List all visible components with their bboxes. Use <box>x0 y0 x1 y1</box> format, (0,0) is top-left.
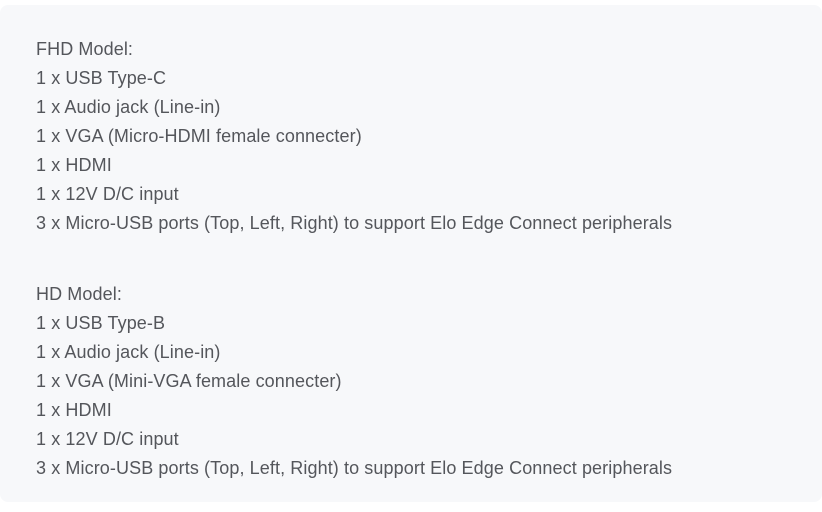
section-title: HD Model: <box>36 284 122 304</box>
section-fhd-model: FHD Model: 1 x USB Type-C 1 x Audio jack… <box>36 35 786 238</box>
spec-line: 3 x Micro-USB ports (Top, Left, Right) t… <box>36 458 673 478</box>
section-hd-model: HD Model: 1 x USB Type-B 1 x Audio jack … <box>36 280 786 483</box>
spec-line: 1 x Audio jack (Line-in) <box>36 342 221 362</box>
spec-line: 1 x Audio jack (Line-in) <box>36 97 221 117</box>
spec-line: 1 x HDMI <box>36 155 112 175</box>
spec-line: 1 x VGA (Mini-VGA female connecter) <box>36 371 342 391</box>
spec-line: 1 x 12V D/C input <box>36 429 179 449</box>
spec-line: 1 x USB Type-C <box>36 68 167 88</box>
spec-line: 1 x HDMI <box>36 400 112 420</box>
spec-line: 3 x Micro-USB ports (Top, Left, Right) t… <box>36 213 673 233</box>
spec-line: 1 x 12V D/C input <box>36 184 179 204</box>
spec-line: 1 x USB Type-B <box>36 313 166 333</box>
section-title: FHD Model: <box>36 39 134 59</box>
spec-panel: FHD Model: 1 x USB Type-C 1 x Audio jack… <box>0 5 822 502</box>
spec-line: 1 x VGA (Micro-HDMI female connecter) <box>36 126 362 146</box>
